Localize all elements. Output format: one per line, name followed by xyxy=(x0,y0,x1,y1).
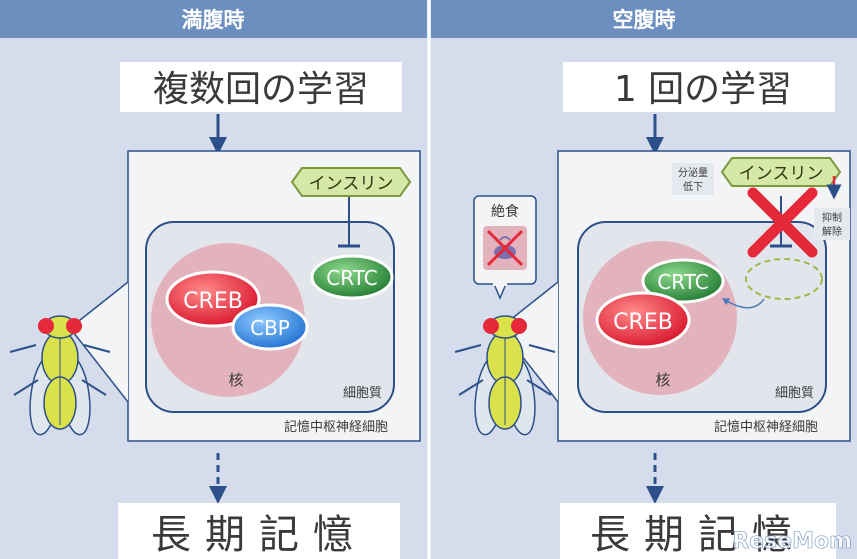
inhibition-release-note xyxy=(814,208,850,240)
right-learning-label: 1 回の学習 xyxy=(614,69,792,110)
right-crtc xyxy=(641,258,725,304)
right-crtc-vacated xyxy=(745,258,823,300)
secretion-down-note xyxy=(672,163,714,195)
left-nucleus-label: 核 xyxy=(228,371,243,389)
left-header-title: 満腹時 xyxy=(182,8,245,32)
left-crtc xyxy=(310,254,394,300)
inhibition-release-line1: 抑制 xyxy=(822,211,842,224)
right-insulin-label: インスリン xyxy=(739,164,824,184)
right-translocation-arrow xyxy=(721,298,765,309)
right-insulin-box xyxy=(720,157,842,187)
left-creb xyxy=(165,270,261,328)
left-header-bar xyxy=(0,0,427,38)
right-creb xyxy=(595,291,691,349)
left-learning-box xyxy=(120,62,402,112)
left-panel: 満腹時 複数回の学習 核 CREB CBP CRTC インスリン 細胞質 記憶中… xyxy=(0,0,427,559)
fly-icon xyxy=(454,315,556,436)
right-panel: 空腹時 1 回の学習 核 CRTC CREB インスリン xyxy=(431,0,857,559)
secretion-down-line2: 低下 xyxy=(683,180,703,193)
right-learning-box xyxy=(563,62,835,112)
left-crtc-label: CRTC xyxy=(326,266,377,290)
right-callout-wedge xyxy=(500,282,558,402)
right-nucleus-label: 核 xyxy=(655,371,670,389)
left-callout-wedge xyxy=(70,282,128,402)
right-cell-label: 記憶中枢神経細胞 xyxy=(714,419,818,435)
left-cell-label: 記憶中枢神経細胞 xyxy=(284,419,388,435)
right-crtc-label: CRTC xyxy=(657,270,708,294)
right-cytoplasm-label: 細胞質 xyxy=(775,386,814,401)
left-insulin-box xyxy=(290,167,412,197)
no-food-icon xyxy=(483,226,527,270)
right-header-title: 空腹時 xyxy=(613,8,676,32)
right-header-bar xyxy=(431,0,857,38)
left-result-label: 長期記憶 xyxy=(151,512,367,558)
fly-icon xyxy=(9,315,111,436)
fasting-label: 絶食 xyxy=(491,203,519,220)
left-result-box xyxy=(118,503,400,559)
left-creb-label: CREB xyxy=(183,289,243,314)
inhibition-release-line2: 解除 xyxy=(822,225,842,238)
left-learning-label: 複数回の学習 xyxy=(153,69,369,110)
fasting-callout: 絶食 xyxy=(473,195,537,300)
left-cbp-label: CBP xyxy=(250,316,290,340)
right-result-box xyxy=(560,503,836,559)
watermark: ReseMom xyxy=(732,529,852,554)
left-insulin-label: インスリン xyxy=(309,174,394,194)
right-result-label: 長期記憶 xyxy=(590,512,806,558)
cross-mark-icon xyxy=(747,187,818,258)
secretion-down-line1: 分泌量 xyxy=(678,166,708,179)
left-cytoplasm-label: 細胞質 xyxy=(343,386,382,401)
left-cbp xyxy=(231,303,309,351)
right-creb-label: CREB xyxy=(613,310,673,335)
